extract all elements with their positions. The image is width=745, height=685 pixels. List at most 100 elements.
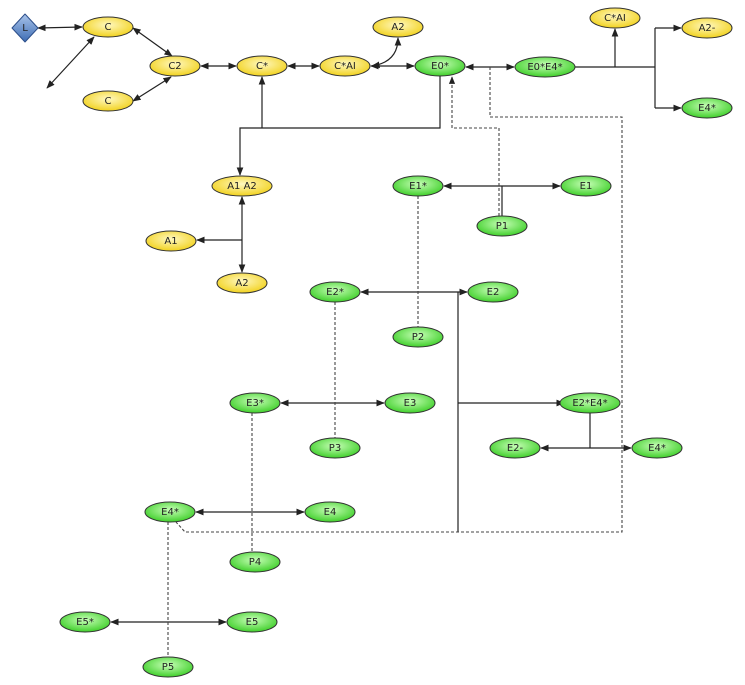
node-a2top[interactable]: A2: [372, 16, 424, 38]
node-p1[interactable]: P1: [476, 215, 528, 237]
node-e2minus[interactable]: E2-: [489, 437, 541, 459]
node-ellipse: [372, 16, 424, 38]
node-e4[interactable]: E4: [304, 501, 356, 523]
node-label: A1 A2: [227, 181, 257, 192]
node-label: E3*: [246, 398, 264, 409]
node-label: C*: [256, 61, 268, 72]
edge-1: [46, 36, 95, 89]
node-e4top[interactable]: E4*: [681, 97, 733, 119]
node-e2[interactable]: E2: [467, 281, 519, 303]
node-label: E4*: [161, 507, 179, 518]
node-cai2[interactable]: C*AI: [589, 7, 641, 29]
node-c1[interactable]: C: [82, 16, 134, 38]
node-label: E4*: [698, 103, 716, 114]
node-ellipse: [392, 175, 444, 197]
node-ellipse: [229, 392, 281, 414]
node-label: P1: [496, 221, 508, 232]
node-c3[interactable]: C: [82, 90, 134, 112]
node-ellipse: [309, 437, 361, 459]
node-label: E2-: [507, 443, 524, 454]
edges: [37, 23, 682, 657]
node-label: C2: [168, 61, 181, 72]
edge-3: [132, 76, 172, 102]
node-ellipse: [229, 551, 281, 573]
node-ellipse: [489, 437, 541, 459]
node-l[interactable]: L: [11, 13, 39, 43]
node-label: E4: [324, 507, 337, 518]
node-label: E2: [487, 287, 500, 298]
node-ellipse: [384, 392, 436, 414]
node-e2e4[interactable]: E2*E4*: [559, 392, 621, 414]
node-ellipse: [304, 501, 356, 523]
node-ellipse: [144, 501, 196, 523]
node-ellipse: [631, 437, 683, 459]
node-ellipse: [681, 17, 733, 39]
node-ellipse: [589, 7, 641, 29]
node-label: E4*: [648, 443, 666, 454]
node-e4b[interactable]: E4*: [144, 501, 196, 523]
node-c2[interactable]: C2: [149, 55, 201, 77]
node-label: E0*E4*: [527, 62, 562, 73]
node-label: E1: [580, 181, 593, 192]
node-a1[interactable]: A1: [145, 230, 197, 252]
node-label: C*AI: [334, 61, 356, 72]
node-label: E1*: [409, 181, 427, 192]
node-ellipse: [319, 55, 371, 77]
node-e4s[interactable]: E4*: [631, 437, 683, 459]
node-e5s[interactable]: E5*: [59, 611, 111, 633]
node-ellipse: [309, 281, 361, 303]
node-ellipse: [59, 611, 111, 633]
node-label: E5*: [76, 617, 94, 628]
node-label: C: [105, 22, 112, 33]
node-a2b[interactable]: A2: [216, 272, 268, 294]
ligand-diamond-icon: [11, 13, 39, 43]
node-label: A2-: [699, 23, 716, 34]
node-cai[interactable]: C*AI: [319, 55, 371, 77]
node-ellipse: [236, 55, 288, 77]
node-e0e4[interactable]: E0*E4*: [514, 56, 576, 78]
node-ellipse: [82, 16, 134, 38]
node-label: C: [105, 96, 112, 107]
node-label: P2: [412, 332, 424, 343]
node-ellipse: [514, 56, 576, 78]
node-ellipse: [216, 272, 268, 294]
node-ellipse: [560, 175, 612, 197]
node-label: E3: [404, 398, 417, 409]
node-e2s[interactable]: E2*: [309, 281, 361, 303]
node-label: P4: [249, 557, 261, 568]
node-e1[interactable]: E1: [560, 175, 612, 197]
node-a1a2[interactable]: A1 A2: [211, 175, 273, 197]
node-cstar[interactable]: C*: [236, 55, 288, 77]
node-a2minus[interactable]: A2-: [681, 17, 733, 39]
node-e3s[interactable]: E3*: [229, 392, 281, 414]
node-label: A2: [391, 22, 404, 33]
edge-0: [37, 23, 83, 32]
node-e1s[interactable]: E1*: [392, 175, 444, 197]
node-ellipse: [149, 55, 201, 77]
node-label: E2*E4*: [572, 398, 607, 409]
node-ellipse: [211, 175, 273, 197]
node-ellipse: [467, 281, 519, 303]
node-label: E5: [246, 617, 259, 628]
node-label: P3: [329, 443, 341, 454]
node-e0[interactable]: E0*: [414, 55, 466, 77]
node-label: E0*: [431, 61, 449, 72]
node-label: A2: [235, 278, 248, 289]
node-p2[interactable]: P2: [392, 326, 444, 348]
node-ellipse: [681, 97, 733, 119]
node-ellipse: [82, 90, 134, 112]
node-p4[interactable]: P4: [229, 551, 281, 573]
node-e5[interactable]: E5: [226, 611, 278, 633]
node-p5[interactable]: P5: [142, 656, 194, 678]
node-label: L: [22, 23, 28, 34]
edge-28: [175, 67, 623, 533]
node-label: E2*: [326, 287, 344, 298]
node-ellipse: [559, 392, 621, 414]
node-label: C*AI: [604, 13, 626, 24]
node-p3[interactable]: P3: [309, 437, 361, 459]
node-e3[interactable]: E3: [384, 392, 436, 414]
node-ellipse: [476, 215, 528, 237]
node-ellipse: [142, 656, 194, 678]
